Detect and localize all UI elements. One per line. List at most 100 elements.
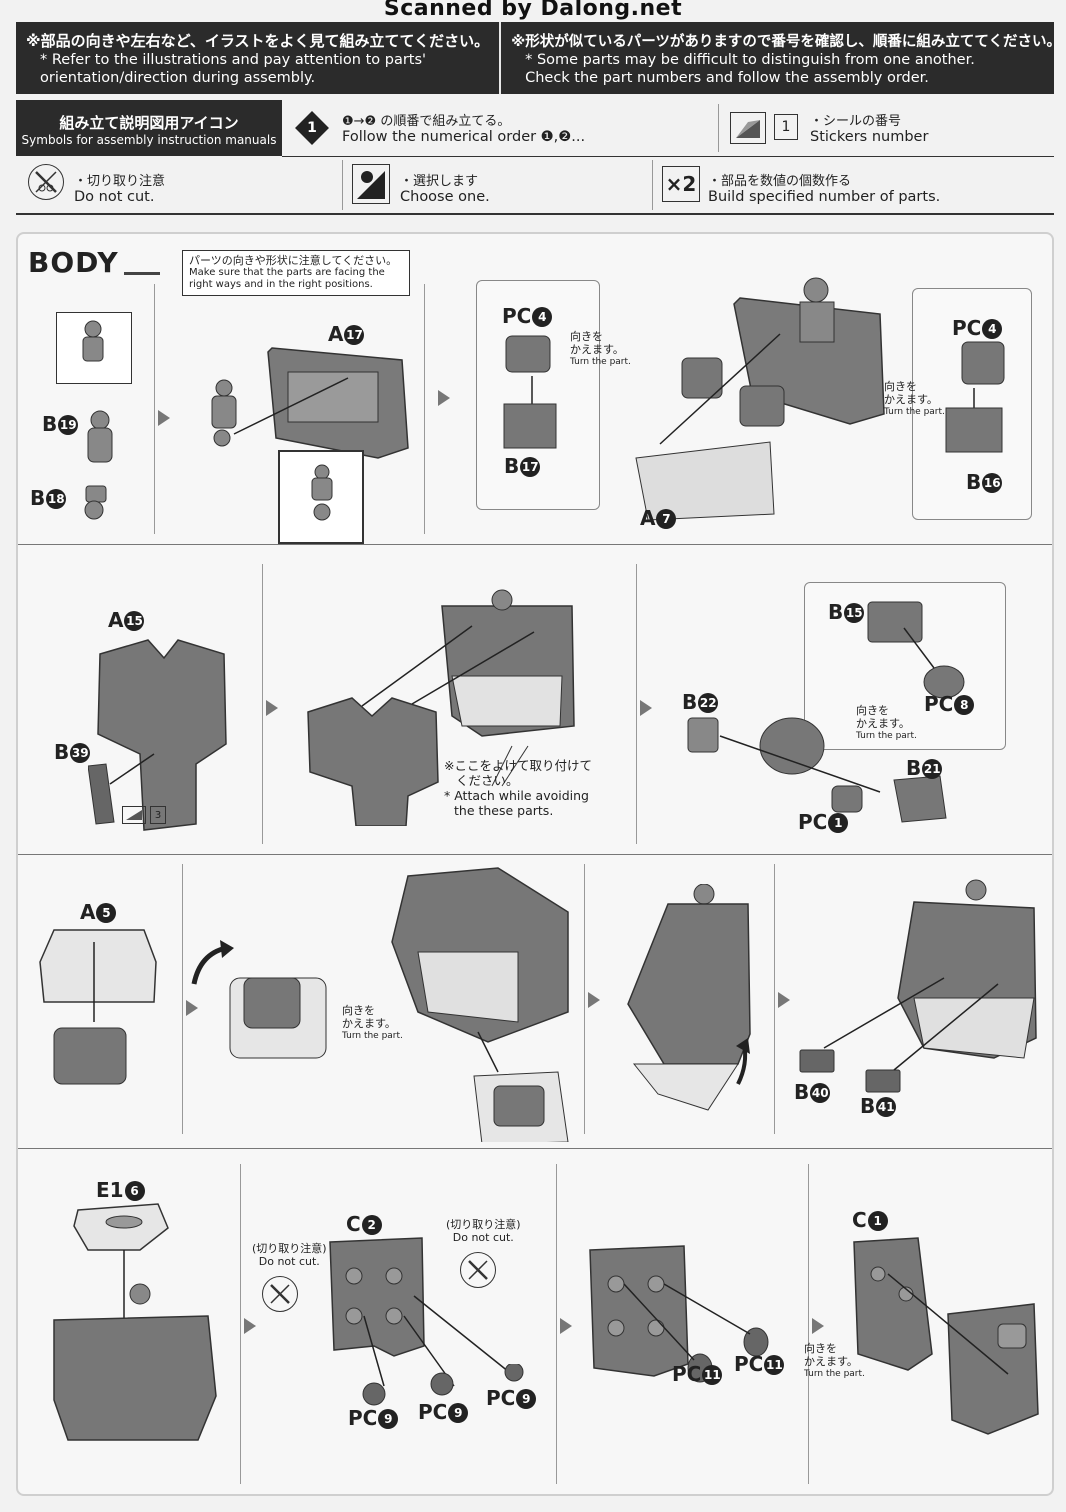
nocut-jp: ・切り取り注意 — [74, 174, 166, 189]
nocut-legend: ・切り取り注意 Do not cut. — [74, 170, 165, 205]
step-arrow-icon — [438, 390, 450, 406]
sticker-legend: ・シールの番号 Stickers number — [810, 110, 928, 145]
col-separator — [424, 284, 425, 534]
notice-left-en-1: * Refer to the illustrations and pay att… — [40, 52, 427, 68]
order-en: Follow the numerical order ❶,❷... — [342, 129, 586, 145]
legend-title-jp: 組み立て説明図用アイコン — [59, 114, 239, 132]
notice-right: ※形状が似ているパーツがありますので番号を確認し、順番に組み立ててください。 *… — [499, 22, 1066, 94]
choose-jp: ・選択します — [400, 174, 479, 189]
choose-en: Choose one. — [400, 189, 490, 205]
choose-legend: ・選択します Choose one. — [400, 170, 490, 205]
torso-rotated-illustration — [627, 884, 751, 1111]
nocut-note-left: (切り取り注意)Do not cut. — [252, 1242, 327, 1268]
step-arrow-icon — [778, 992, 790, 1008]
notice-right-jp: ※形状が似ているパーツがありますので番号を確認し、順番に組み立ててください。 — [511, 34, 1061, 50]
notice-right-en-1: * Some parts may be difficult to disting… — [525, 52, 975, 68]
b15-pc8-sub-illustration — [867, 601, 965, 699]
sticker-en: Stickers number — [810, 129, 929, 145]
torso-assembly-illustration — [307, 589, 575, 826]
notice-left-jp: ※部品の向きや左右など、イラストをよく見て組み立ててください。 — [26, 32, 490, 50]
legend-title: 組み立て説明図用アイコン Symbols for assembly instru… — [16, 100, 282, 156]
part-a15-illustration — [88, 639, 227, 831]
turn-note: 向きをかえます。Turn the part. — [884, 380, 945, 417]
notice-bar: ※部品の向きや左右など、イラストをよく見て組み立ててください。 * Refer … — [16, 22, 1061, 94]
c2-with-pc11-illustration — [589, 1245, 769, 1383]
turn-note: 向きをかえます。Turn the part. — [804, 1342, 865, 1379]
do-not-cut-icon — [460, 1252, 496, 1288]
part-a7-assembly-illustration — [635, 277, 885, 521]
caution-jp: パーツの向きや形状に注意してください。 — [189, 254, 398, 267]
multi-jp: ・部品を数値の個数作る — [708, 174, 852, 189]
legend-col-divider-3 — [652, 160, 653, 210]
col-separator — [182, 864, 183, 1134]
col-separator — [808, 1164, 809, 1484]
row-separator — [18, 854, 1052, 855]
part-e16-torso-illustration — [53, 1203, 217, 1441]
torso-turned-illustration — [391, 867, 569, 1142]
caution-callout: パーツの向きや形状に注意してください。 Make sure that the p… — [182, 250, 410, 296]
detail-callout — [278, 450, 364, 544]
multiply-icon: ×2 — [662, 166, 700, 202]
section-title: BODY — [28, 246, 160, 279]
caution-en-1: Make sure that the parts are facing the — [189, 267, 385, 278]
a5-joined-illustration — [191, 940, 327, 1059]
sticker-icon — [122, 806, 146, 824]
avoid-note: ※ここをよけて取り付けてください。 * Attach while avoidin… — [444, 758, 592, 818]
step-arrow-icon — [186, 1000, 198, 1016]
torso-with-vents-illustration — [799, 879, 1037, 1093]
sticker-number-box: 1 — [774, 114, 798, 140]
body-assembly-panel: BODY パーツの向きや形状に注意してください。 Make sure that … — [16, 232, 1054, 1496]
step-arrow-icon — [266, 700, 278, 716]
row-separator — [18, 544, 1052, 545]
watermark: Scanned by Dalong.net — [383, 0, 683, 21]
row-separator — [18, 1148, 1052, 1149]
legend-bottom-rule — [16, 213, 1054, 215]
multi-legend: ・部品を数値の個数作る Build specified number of pa… — [708, 170, 940, 205]
step-arrow-icon — [812, 1318, 824, 1334]
legend-col-divider-2 — [342, 160, 343, 210]
turn-note: 向きをかえます。Turn the part. — [342, 1004, 403, 1041]
part-a5-illustration — [39, 929, 157, 1085]
legend: 組み立て説明図用アイコン Symbols for assembly instru… — [16, 100, 1054, 215]
sticker-number: 3 — [150, 806, 166, 824]
pc4-sub-illustration — [503, 335, 557, 449]
order-jp: ❶→❷ の順番で組み立てる。 — [342, 114, 511, 129]
turn-note: 向きをかえます。Turn the part. — [856, 704, 917, 741]
legend-divider — [282, 156, 1054, 157]
order-legend: ❶→❷ の順番で組み立てる。 Follow the numerical orde… — [342, 110, 585, 145]
col-separator — [584, 864, 585, 1134]
notice-left: ※部品の向きや左右など、イラストをよく見て組み立ててください。 * Refer … — [16, 22, 499, 94]
notice-right-en-2: Check the part numbers and follow the as… — [525, 70, 929, 86]
detail-callout — [56, 312, 132, 384]
part-c1-assembly-illustration — [853, 1237, 1039, 1435]
caution-en-2: right ways and in the right positions. — [189, 279, 373, 290]
nocut-note-right: (切り取り注意)Do not cut. — [446, 1218, 521, 1244]
col-separator — [240, 1164, 241, 1484]
pc4-b16-sub-illustration — [945, 341, 1005, 453]
do-not-cut-icon — [28, 164, 64, 200]
legend-title-en: Symbols for assembly instruction manuals — [21, 133, 277, 147]
col-separator — [774, 864, 775, 1134]
nocut-en: Do not cut. — [74, 189, 155, 205]
notice-left-en-2: orientation/direction during assembly. — [40, 70, 316, 86]
col-separator — [556, 1164, 557, 1484]
legend-col-divider — [718, 104, 719, 152]
